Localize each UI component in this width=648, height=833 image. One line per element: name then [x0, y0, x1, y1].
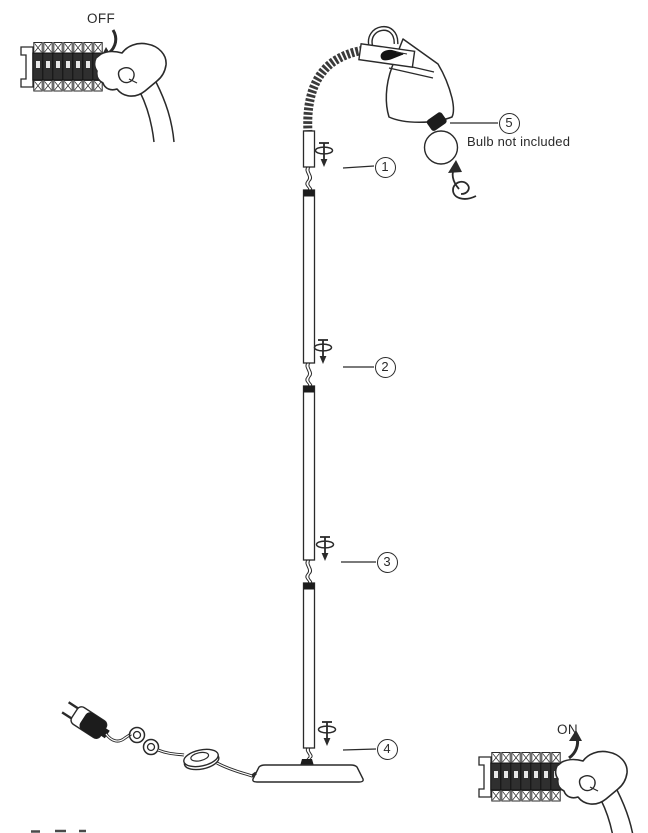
- joint-wire-2: [305, 362, 313, 387]
- base-pole-mount: [300, 759, 314, 766]
- pole-segment-1: [302, 189, 316, 364]
- joint-wire-3: [305, 559, 313, 584]
- callout-5: 5: [498, 112, 520, 134]
- pole-cap-2: [303, 386, 315, 393]
- inline-foot-switch: [183, 748, 220, 771]
- on-label: ON: [557, 722, 579, 737]
- pole-cap-3: [303, 583, 315, 590]
- lamp-head-handle: [367, 25, 399, 48]
- breaker-panel-off: [20, 42, 104, 92]
- callout-2: 2: [374, 356, 396, 378]
- callout-3: 3: [376, 551, 398, 573]
- screw-rotate-icon-2: [313, 339, 333, 365]
- bulb-rotate-icon: [448, 160, 477, 200]
- callout-4: 4: [376, 738, 398, 760]
- bulb-note: Bulb not included: [467, 134, 571, 149]
- screw-rotate-icon-1: [314, 142, 334, 168]
- lamp-pole: [302, 130, 316, 765]
- adjustment-knob: [380, 49, 408, 61]
- pole-segment-3: [302, 582, 316, 749]
- joint-wire-1: [305, 166, 313, 191]
- callout-1: 1: [374, 156, 396, 178]
- screw-rotate-icon-3: [315, 536, 335, 562]
- din-rail-bracket: [20, 46, 34, 88]
- cropped-text-fragment: [31, 829, 86, 833]
- pole-segment-2: [302, 385, 316, 561]
- curved-arrow-up-icon: [568, 730, 582, 760]
- light-bulb: [423, 112, 459, 165]
- breaker-panel-on: [478, 752, 562, 802]
- hand-pointer-on: [554, 750, 636, 833]
- screw-rotate-icon-4: [317, 721, 337, 747]
- power-cord: [104, 726, 257, 778]
- power-plug: [61, 701, 110, 739]
- callout-leader-lines: [341, 122, 498, 751]
- gooseneck-arm: [303, 45, 367, 134]
- din-rail-bracket: [478, 756, 492, 798]
- pole-cap-1: [303, 190, 315, 197]
- off-label: OFF: [87, 11, 116, 26]
- pole-segment-top: [302, 130, 316, 168]
- hand-pointer-off: [93, 42, 175, 143]
- lamp-base: [252, 759, 364, 783]
